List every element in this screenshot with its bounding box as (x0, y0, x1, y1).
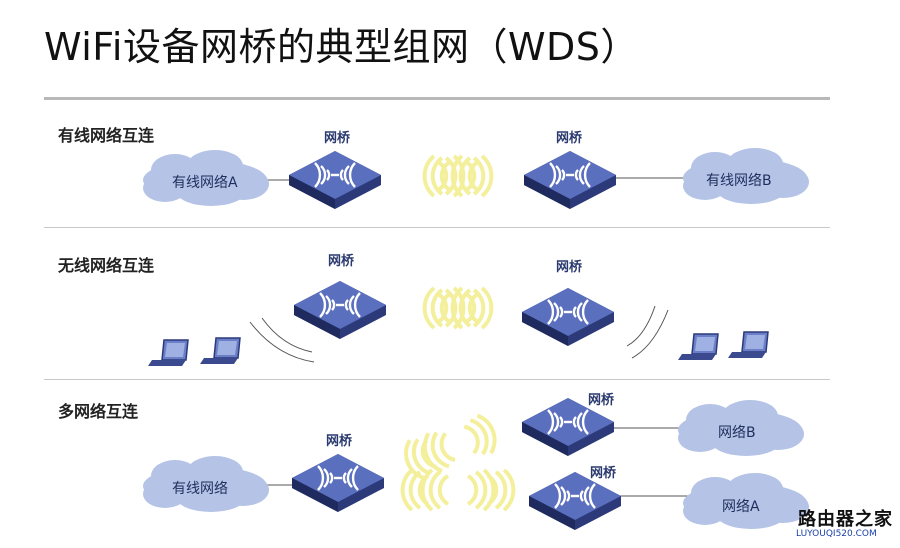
cloud-label-wired: 有线网络 (172, 481, 228, 497)
watermark-url: LUYOUQI520.COM (796, 529, 877, 539)
bridge-label: 网桥 (556, 131, 583, 146)
cloud-label-network-b: 网络B (718, 425, 756, 441)
laptop-icon (147, 339, 189, 367)
section-divider-1 (44, 227, 830, 228)
laptop-icon (727, 331, 769, 359)
section-label-wired: 有线网络互连 (58, 126, 155, 145)
wireless-bridge-icon (290, 452, 386, 514)
bridge-label: 网桥 (588, 393, 615, 408)
watermark-logo: 路由器之家 (798, 509, 893, 530)
bridge-label: 网桥 (324, 131, 351, 146)
bridge-label: 网桥 (590, 466, 617, 481)
section-label-multi: 多网络互连 (58, 402, 139, 421)
cloud-label-network-b: 有线网络B (706, 173, 772, 189)
bridge-label: 网桥 (326, 434, 353, 449)
page-title: WiFi设备网桥的典型组网（WDS） (44, 25, 639, 69)
wireless-bridge-icon (287, 149, 383, 211)
section-divider-2 (44, 379, 830, 380)
bridge-label: 网桥 (328, 254, 355, 269)
wireless-bridge-icon (522, 149, 618, 211)
signal-wave-icon (420, 468, 450, 512)
wireless-bridge-icon (292, 279, 388, 341)
title-rule (44, 97, 830, 100)
bridge-label: 网桥 (556, 260, 583, 275)
laptop-icon (199, 337, 241, 365)
cloud-label-network-a: 有线网络A (172, 175, 238, 191)
laptop-icon (677, 333, 719, 361)
cloud-label-network-a: 网络A (722, 499, 760, 515)
section-label-wireless: 无线网络互连 (58, 256, 155, 275)
wireless-bridge-icon (520, 286, 616, 348)
